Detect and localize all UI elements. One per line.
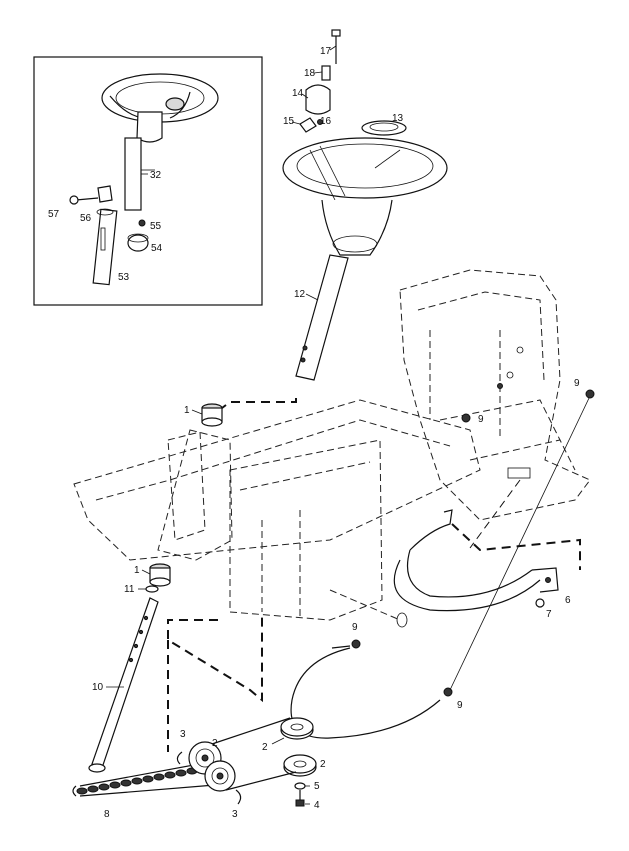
leader-c14 (301, 93, 309, 99)
callout-c17: 17 (320, 46, 332, 57)
callout-c2: 2 (212, 738, 218, 749)
callout-c15: 15 (283, 116, 295, 127)
leader-c2b (271, 737, 285, 745)
chain-link (131, 777, 143, 785)
leader-c12 (305, 293, 319, 301)
callout-c9d: 9 (457, 700, 463, 711)
lower-bushing (149, 563, 171, 587)
upper-bushing (201, 403, 223, 427)
inset-panel (33, 56, 263, 306)
callout-c8: 8 (104, 809, 110, 820)
leader-c18 (313, 71, 323, 74)
callout-c53: 53 (118, 272, 130, 283)
clip-lower (235, 789, 242, 805)
callout-c11: 11 (124, 584, 135, 595)
inset-clamp (97, 185, 113, 203)
control-rod (449, 395, 591, 691)
callout-c1b: 1 (134, 565, 140, 576)
callout-c6: 6 (565, 595, 571, 606)
callout-c9b: 9 (574, 378, 580, 389)
steering-column (295, 254, 349, 381)
callout-c9a: 9 (478, 414, 484, 425)
callout-c55: 55 (150, 221, 162, 232)
callout-c7: 7 (546, 609, 552, 620)
chain-link (76, 787, 88, 795)
callout-c1: 1 (184, 405, 190, 416)
leader-c1b (141, 569, 151, 575)
chain-link (109, 781, 121, 789)
steering-wheel (282, 137, 448, 199)
leader-c17 (329, 45, 337, 51)
chain-link (153, 773, 165, 781)
sprocket-lower-left (204, 760, 236, 792)
callout-c12: 12 (294, 289, 306, 300)
assembly-leader-upper (221, 398, 297, 409)
chain-link (120, 779, 132, 787)
chain-link (142, 775, 154, 783)
callout-c10: 10 (92, 682, 104, 693)
pulley-lower (283, 754, 317, 777)
callout-c3: 3 (180, 729, 186, 740)
callout-c13: 13 (392, 113, 404, 124)
callout-c2c: 2 (320, 759, 326, 770)
callout-c4: 4 (314, 800, 320, 811)
brake-cable (290, 647, 441, 739)
leader-c1 (191, 409, 203, 415)
callout-c54: 54 (151, 243, 163, 254)
brake-band-bracket (393, 509, 559, 612)
tractor-frame-phantom (73, 269, 591, 628)
chain-link (98, 783, 110, 791)
chain-link (164, 771, 176, 779)
pulley-upper (280, 717, 314, 740)
steering-chain (72, 761, 216, 797)
chain-link (175, 769, 187, 777)
inset-collar (127, 234, 149, 252)
callout-c56: 56 (80, 213, 92, 224)
callout-c5: 5 (314, 781, 320, 792)
callout-c9c: 9 (352, 622, 358, 633)
clip-left (176, 751, 183, 765)
assembly-leader-lower (167, 612, 263, 703)
callout-c14: 14 (292, 88, 304, 99)
callout-c57: 57 (48, 209, 60, 220)
callout-c32: 32 (150, 170, 162, 181)
inset-steering-shaft (124, 137, 142, 211)
callout-c18: 18 (304, 68, 316, 79)
upper-steering-assembly (282, 29, 448, 381)
leader-c15 (291, 121, 301, 125)
chain-link (87, 785, 99, 793)
callout-c2b: 2 (262, 742, 268, 753)
callout-c16: 16 (320, 116, 332, 127)
callout-c3b: 3 (232, 809, 238, 820)
